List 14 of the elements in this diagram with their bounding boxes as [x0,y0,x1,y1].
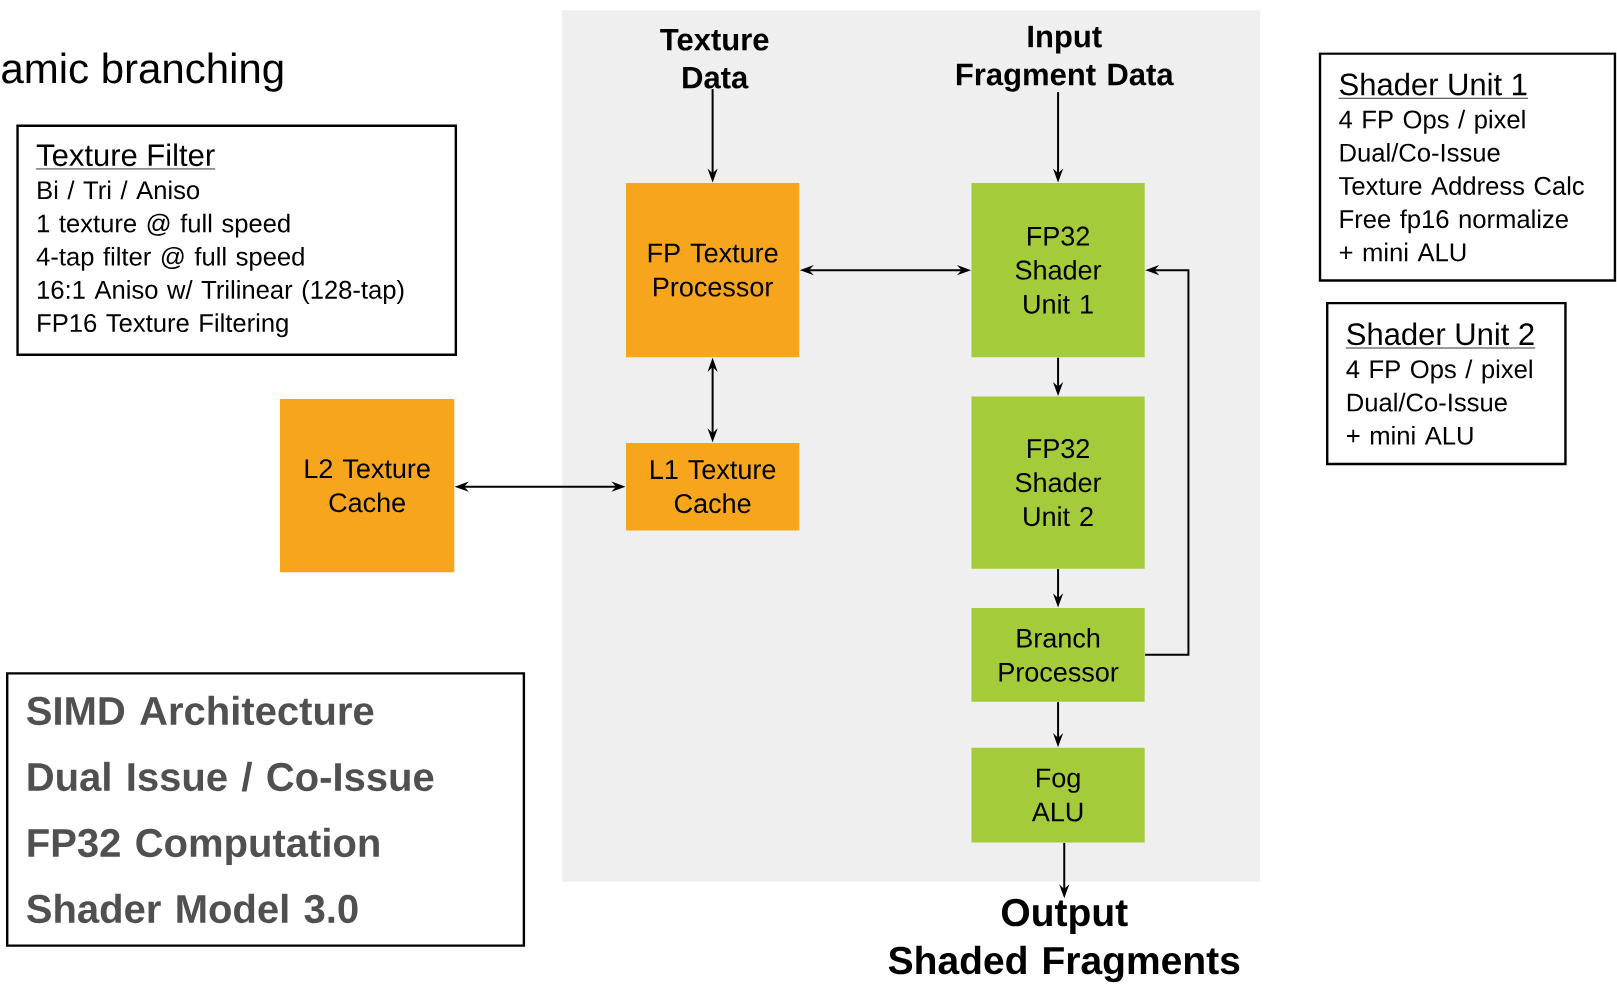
input-label: Texture Data [660,29,769,89]
info-box: Shader Unit 1 4 FP Ops / pixel Dual/Co-Issue Texture Address Calc Free fp16 normalize + mini ALU [1318,52,1617,282]
info-box: Shader Unit 2 4 FP Ops / pixel Dual/Co-Issue + mini ALU [1326,302,1567,466]
feature-box: SIMD Architecture Dual Issue / Co-Issue FP32 Computation Shader Model 3.0 [6,672,526,947]
unit-box: Branch Processor [971,608,1145,702]
unit-box: FP Texture Processor [626,183,800,358]
info-box: Texture Filter Bi / Tri / Aniso 1 texture @ full speed 4-tap filter @ full speed 16:1 Aniso w/ Trilinear (128-tap) FP16 Texture Filtering [16,124,458,356]
unit-box: FP32 Shader Unit 2 [971,396,1145,569]
unit-box: FP32 Shader Unit 1 [971,183,1145,358]
output-label: Output Shaded Fragments [888,898,1240,983]
unit-box: Fog ALU [971,747,1145,843]
unit-box: L2 Texture Cache [280,399,455,573]
unit-box: L1 Texture Cache [626,443,800,531]
input-label: Input Fragment Data [956,25,1174,92]
